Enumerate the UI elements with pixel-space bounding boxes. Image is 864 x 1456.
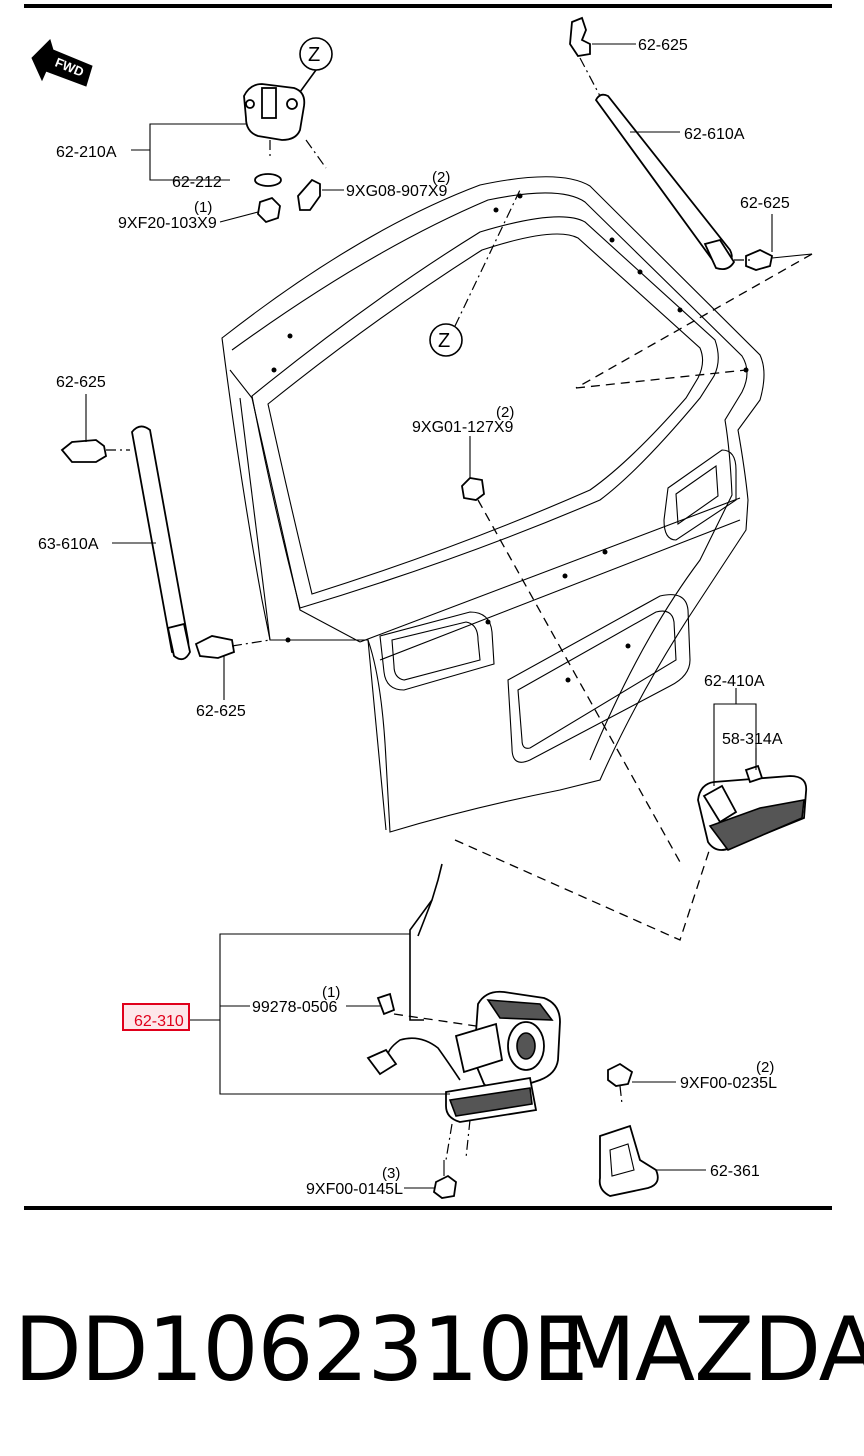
label-hinge-nut-qty: (1) xyxy=(194,199,212,216)
parts-diagram: FWD Z Z xyxy=(31,16,813,1199)
damper-right xyxy=(569,16,813,389)
part-number-caption: DD1062310E xyxy=(14,1298,588,1401)
label-striker-bolt-qty: (2) xyxy=(756,1059,774,1076)
liftgate-panel xyxy=(221,176,765,833)
label-latch: 62-310 xyxy=(134,1013,184,1030)
label-hinge: 62-210A xyxy=(56,144,117,161)
label-latch-bolt-qty: (3) xyxy=(382,1165,400,1182)
label-strut-mount-top: 62-625 xyxy=(638,37,688,54)
svg-text:Z: Z xyxy=(308,44,320,66)
label-strut-mount-left-bottom: 62-625 xyxy=(196,703,246,720)
label-hinge-nut: 9XF20-103X9 xyxy=(118,215,217,232)
label-damper-right: 62-610A xyxy=(684,126,745,143)
top-border xyxy=(24,4,832,8)
label-strut-mount-right: 62-625 xyxy=(740,195,790,212)
label-striker-bolt: 9XF00-0235L xyxy=(680,1075,777,1092)
label-strut-mount-left: 62-625 xyxy=(56,374,106,391)
label-handle-switch: 58-314A xyxy=(722,731,783,748)
label-hinge-bolt: 9XG08-907X9 xyxy=(346,183,448,200)
latch-highlight-box xyxy=(122,1003,190,1031)
detail-marker-center: Z xyxy=(429,189,521,357)
label-handle: 62-410A xyxy=(704,673,765,690)
label-hinge-spacer: 62-212 xyxy=(172,174,222,191)
label-latch-clip: 99278-0506 xyxy=(252,999,338,1016)
hinge xyxy=(243,83,327,224)
svg-text:Z: Z xyxy=(438,330,450,352)
damper-left xyxy=(60,425,271,661)
detail-marker-top: Z xyxy=(299,37,333,93)
fwd-arrow-icon: FWD xyxy=(31,39,93,87)
label-damper-left: 63-610A xyxy=(38,536,99,553)
label-center-nut-qty: (2) xyxy=(496,404,514,421)
striker xyxy=(598,1062,706,1197)
label-latch-clip-qty: (1) xyxy=(322,984,340,1001)
center-nut xyxy=(461,436,681,863)
handle-assembly xyxy=(697,688,808,851)
brand-caption: MAZDA xyxy=(560,1298,864,1401)
label-center-nut: 9XG01-127X9 xyxy=(412,419,514,436)
label-hinge-bolt-qty: (2) xyxy=(432,169,450,186)
bottom-border xyxy=(24,1206,832,1210)
label-striker: 62-361 xyxy=(710,1163,760,1180)
latch-assembly xyxy=(366,863,561,1199)
label-latch-bolt: 9XF00-0145L xyxy=(306,1181,403,1198)
